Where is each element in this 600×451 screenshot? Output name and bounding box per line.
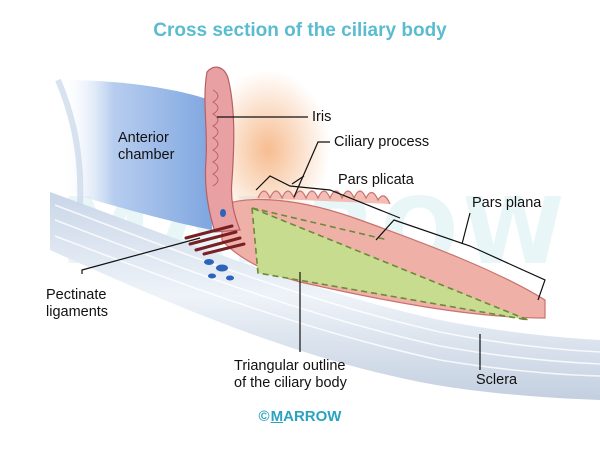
sclera-fibers [54,204,600,377]
pars-plana-label: Pars plana [472,195,542,211]
pars-plicata-label: Pars plicata [338,172,414,188]
copyright-symbol: © [258,408,270,425]
ciliary-process-label: Ciliary process [334,134,430,150]
iris-label: Iris [312,109,332,125]
leader-lines [81,116,546,370]
cornea-edge [55,78,84,206]
ciliary-process-leader [293,141,330,198]
iris-texture [212,89,219,187]
pectinate-ligaments [184,224,246,256]
scleral-vessels [204,209,234,281]
triangle-top-edge [251,207,389,241]
pars-plicata-leader [291,175,305,185]
pars-plana-leader [461,212,471,245]
pars-plana-bracket [375,219,546,301]
triangular-outline-label: Triangular outline of the ciliary body [234,358,347,391]
footer-rest: ARROW [283,408,342,425]
iris [204,66,241,233]
anterior-chamber-label: Anterior chamber [118,130,175,163]
uveal-glow [206,70,330,230]
pectinate-leader [81,237,201,274]
triangular-outline [251,206,529,321]
pectinate-ligaments-label: Pectinate ligaments [46,287,109,320]
pars-plicata-bracket [255,175,401,219]
anterior-chamber [60,80,212,230]
sclera-band [50,192,600,400]
footer-m: M [270,408,284,425]
copyright-footer: ©MARROW [0,408,600,425]
sclera-label: Sclera [476,372,518,388]
page-title: Cross section of the ciliary body [153,20,447,41]
